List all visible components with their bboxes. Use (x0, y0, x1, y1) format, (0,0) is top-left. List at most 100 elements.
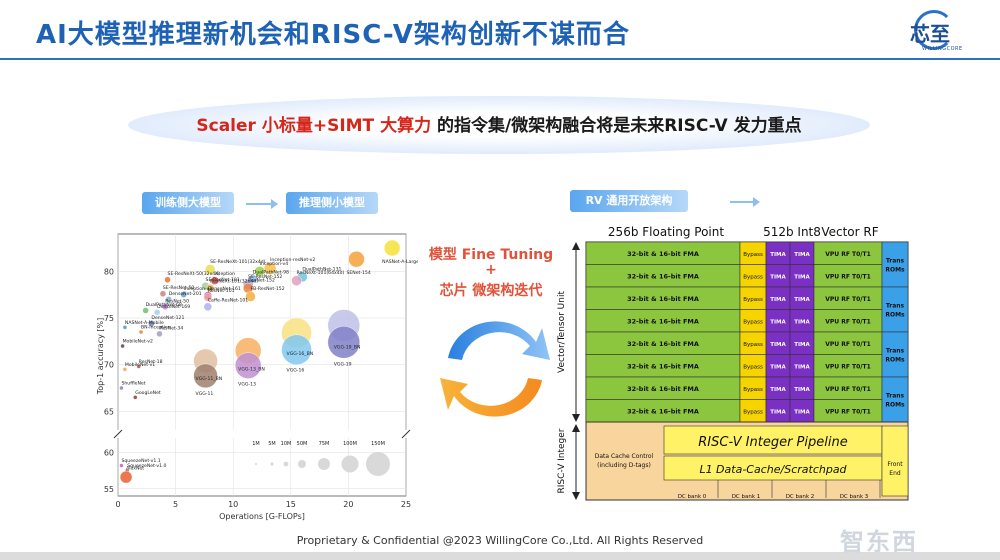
trans-roms-cell (881, 376, 909, 423)
x-axis-label: Operations [G-FLOPs] (219, 512, 305, 521)
size-legend-label: 150M (371, 441, 385, 447)
arrow-down-icon (572, 414, 580, 422)
bypass-label: Bypass (743, 320, 763, 326)
size-legend-label: 1M (252, 441, 260, 447)
axis-break-mark (113, 429, 123, 439)
vpu-rf-label: VPU RF T0/T1 (825, 274, 871, 281)
data-point-label: AlexNet (126, 466, 144, 472)
data-point (245, 291, 256, 302)
data-point (133, 395, 138, 400)
data-point (159, 290, 167, 297)
footer-bar (0, 552, 1000, 560)
dc-bank-label: DC bank 3 (840, 494, 869, 500)
size-legend-label: 10M (281, 441, 292, 447)
page-title: AI大模型推理新机会和RISC-V架构创新不谋而合 (36, 20, 630, 50)
data-point-label: DualPathNet-131 (302, 266, 341, 272)
data-point (383, 239, 401, 257)
fma-label: 32-bit & 16-bit FMA (627, 295, 699, 303)
x-tick-label: 0 (115, 500, 120, 509)
cycle-arrow-orange (440, 378, 542, 417)
tima-label: TIMA (794, 342, 810, 348)
data-point-label: ResNet-18 (139, 359, 163, 365)
data-point-label: DenseNet-201 (169, 291, 202, 297)
bypass-label: Bypass (743, 365, 763, 371)
trans-label: Trans (886, 258, 905, 265)
vpu-rf-label: VPU RF T0/T1 (825, 386, 871, 393)
data-point-label: ResNet-101 (208, 288, 235, 294)
data-point (180, 291, 187, 298)
header-int8: 512b Int8 (763, 225, 821, 239)
data-point-label: VGG-16_BN (287, 351, 314, 357)
tima-label: TIMA (794, 365, 810, 371)
arrow-right-icon (246, 199, 278, 209)
data-point-label: GoogLeNet (135, 390, 161, 396)
tima-label: TIMA (770, 275, 786, 281)
data-point-label: ResNet-50 (165, 298, 189, 304)
cycle-arrow-blue (448, 321, 550, 360)
company-logo: 芯至 WILLINGCORE (900, 8, 972, 56)
arrow-up-icon (572, 242, 580, 250)
trans-label: Trans (886, 393, 905, 400)
arrow-down-icon (572, 492, 580, 500)
data-point (203, 302, 213, 312)
y-tick-label: 80 (104, 267, 114, 276)
y-axis-label: Top-1 accuracy [%] (96, 318, 105, 396)
trans-roms-cell (881, 241, 909, 288)
data-cache-label: Data Cache Control (595, 453, 654, 460)
size-legend-circle (283, 461, 289, 467)
data-point-label: SqueezeNet-v1.1 (121, 458, 160, 464)
bypass-label: Bypass (743, 410, 763, 416)
fma-label: 32-bit & 16-bit FMA (627, 385, 699, 393)
y-tick-label: 55 (104, 485, 114, 494)
size-legend-circle (318, 458, 330, 470)
iteration-cycle-icon (440, 321, 550, 417)
logo-subtitle: WILLINGCORE (922, 46, 963, 52)
trans-label: Trans (886, 303, 905, 310)
data-point-label: MobileNet-v1 (125, 362, 155, 368)
data-point-label: VGG-13 (238, 382, 256, 388)
trans-label: Trans (886, 348, 905, 355)
data-point (162, 303, 169, 311)
data-point-label: SqueezeNet-v1.0 (127, 463, 166, 469)
data-point-label: DenseNet-161 (208, 286, 241, 292)
data-point-label: VGG-19_BN (334, 344, 361, 350)
data-point (327, 326, 360, 359)
data-cache-sub-label: (including D-tags) (597, 462, 651, 469)
tima-label: TIMA (770, 342, 786, 348)
trans-roms-cell (881, 286, 909, 333)
front-end-cell (881, 425, 909, 497)
fma-label: 32-bit & 16-bit FMA (627, 318, 699, 326)
data-point (254, 266, 265, 277)
data-point-label: SENet-154 (346, 270, 370, 276)
data-point-label: DualPathNet-68 (146, 302, 182, 308)
data-point-label: Inception-v4 (260, 261, 289, 267)
risc-v-architecture-diagram: 256b Floating Point 512b Int8 Vector RF … (557, 225, 909, 501)
vector-tensor-label: Vector/Tensor Unit (557, 291, 567, 373)
dc-bank-label: DC bank 2 (786, 494, 815, 500)
data-point-label: VGG-19 (334, 361, 352, 367)
fma-label: 32-bit & 16-bit FMA (627, 363, 699, 371)
bypass-label: Bypass (743, 387, 763, 393)
pipeline-label: RISC-V Integer Pipeline (698, 435, 847, 450)
roms-label: ROMs (885, 267, 905, 274)
roms-label: ROMs (885, 402, 905, 409)
vpu-rf-label: VPU RF T0/T1 (825, 341, 871, 348)
x-tick-label: 5 (173, 500, 178, 509)
size-legend-label: 5M (268, 441, 276, 447)
tima-label: TIMA (794, 275, 810, 281)
data-point (165, 296, 172, 303)
data-point (119, 385, 124, 391)
data-point-label: ResNeXt-101(32x4d) (210, 279, 258, 285)
data-point-label: NASNet-A-Large (382, 259, 418, 265)
tima-label: TIMA (770, 297, 786, 303)
vpu-rf-label: VPU RF T0/T1 (825, 296, 871, 303)
data-point-label: FB-ResNet-152 (250, 286, 284, 292)
vpu-rf-label: VPU RF T0/T1 (825, 409, 871, 416)
data-point (153, 309, 161, 316)
x-tick-label: 15 (286, 500, 296, 509)
front-end-label: Front (887, 461, 903, 468)
size-legend-circle (270, 462, 274, 466)
data-point-label: VGG-11_BN (196, 376, 223, 382)
tima-label: TIMA (794, 320, 810, 326)
